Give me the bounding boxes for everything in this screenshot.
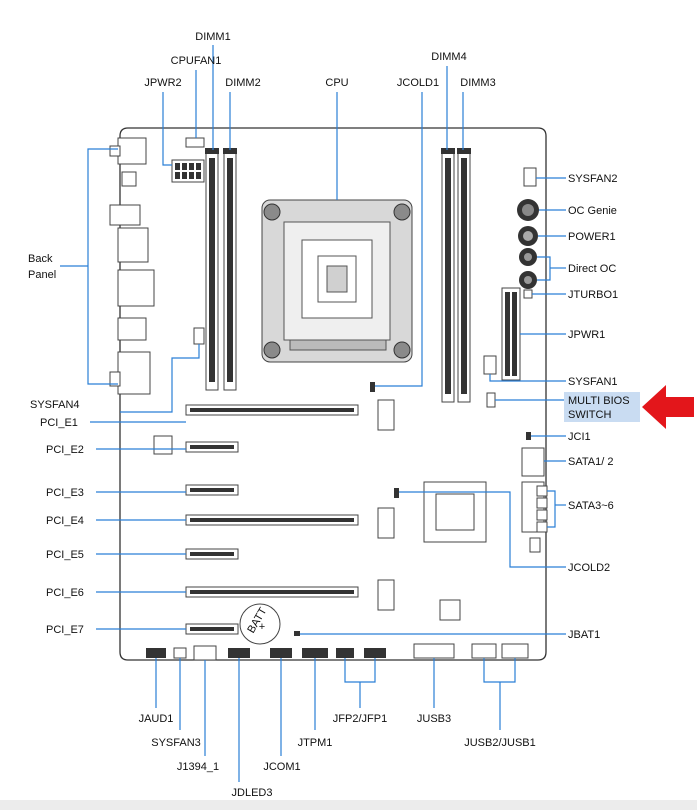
label-jpwr1: JPWR1 — [568, 329, 605, 341]
direct-oc-plus-button — [519, 248, 537, 266]
label-sata36: SATA3~6 — [568, 500, 614, 512]
label-sysfan2: SYSFAN2 — [568, 173, 618, 185]
sata1-2-connector — [521, 447, 545, 477]
label-multi-bios: MULTI BIOS — [568, 395, 630, 407]
dimm3-slot — [457, 148, 471, 403]
multi-bios-highlight — [564, 392, 640, 422]
label-jtpm1: JTPM1 — [298, 737, 333, 749]
label-jcom1: JCOM1 — [263, 761, 300, 773]
footer-strip — [0, 800, 697, 810]
label-jbat1: JBAT1 — [568, 629, 600, 641]
label-pci-e1: PCI_E1 — [40, 417, 78, 429]
pci-e1-slot — [185, 399, 395, 431]
label-sysfan3: SYSFAN3 — [151, 737, 201, 749]
label-jusb21: JUSB2/JUSB1 — [464, 737, 536, 749]
label-jcold1: JCOLD1 — [397, 77, 439, 89]
jfp1-header — [364, 648, 386, 658]
chip-small — [153, 435, 173, 455]
chip-vertical — [529, 537, 541, 553]
cpufan1-connector — [185, 137, 205, 148]
label-j1394: J1394_1 — [177, 761, 219, 773]
pci-e6-slot — [185, 579, 395, 611]
label-cpu: CPU — [325, 77, 348, 89]
label-oc-genie: OC Genie — [568, 205, 617, 217]
leader-lines — [60, 45, 566, 782]
jusb2-header — [471, 643, 497, 659]
label-back: Back — [28, 253, 53, 265]
oc-genie-button — [517, 199, 539, 221]
batt-plus-label: + — [259, 621, 265, 633]
label-jcold2: JCOLD2 — [568, 562, 610, 574]
label-jturbo1: JTURBO1 — [568, 289, 618, 301]
cpu-socket — [261, 199, 413, 363]
sysfan1-connector — [483, 355, 497, 375]
dimm2-slot — [223, 148, 237, 391]
label-pci-e7: PCI_E7 — [46, 624, 84, 636]
back-panel-connectors — [109, 137, 155, 395]
pci-e3-slot — [185, 484, 239, 496]
label-power1: POWER1 — [568, 231, 616, 243]
cmos-battery: BATT + — [239, 603, 281, 645]
sata3-6-connectors — [521, 481, 548, 533]
label-pci-e2: PCI_E2 — [46, 444, 84, 456]
label-jci1: JCI1 — [568, 431, 591, 443]
label-direct-oc: Direct OC — [568, 263, 616, 275]
power1-button — [518, 226, 538, 246]
jfp2-header — [336, 648, 354, 658]
jcold1-header — [370, 382, 375, 392]
jpwr1-connector — [501, 287, 521, 381]
red-arrow — [642, 385, 694, 429]
direct-oc-minus-button — [519, 271, 537, 289]
multi-bios-switch — [486, 392, 496, 408]
dimm4-slot — [441, 148, 455, 403]
sysfan4-connector — [193, 327, 205, 345]
sysfan2-connector — [523, 167, 537, 187]
label-jfp: JFP2/JFP1 — [333, 713, 387, 725]
label-jaud1: JAUD1 — [139, 713, 174, 725]
label-dimm2: DIMM2 — [225, 77, 260, 89]
label-pci-e3: PCI_E3 — [46, 487, 84, 499]
label-switch: SWITCH — [568, 409, 611, 421]
label-jusb3: JUSB3 — [417, 713, 451, 725]
dimm1-slot — [205, 148, 219, 391]
jcom1-header — [270, 648, 292, 658]
label-sysfan4: SYSFAN4 — [30, 399, 80, 411]
label-cpufan1: CPUFAN1 — [171, 55, 222, 67]
label-pci-e4: PCI_E4 — [46, 515, 84, 527]
label-sysfan1: SYSFAN1 — [568, 376, 618, 388]
jcold2-header — [394, 488, 399, 498]
label-dimm4: DIMM4 — [431, 51, 466, 63]
jtpm1-header — [302, 648, 328, 658]
jbat1-header — [294, 631, 300, 636]
jaud1-header — [146, 648, 166, 658]
j1394-header — [193, 645, 217, 661]
pci-e7-slot — [185, 623, 239, 635]
label-panel: Panel — [28, 269, 56, 281]
jusb3-header — [413, 643, 455, 659]
jturbo1-header — [523, 289, 533, 299]
jpwr2-pins — [175, 163, 201, 179]
label-dimm1: DIMM1 — [195, 31, 230, 43]
sysfan3-connector — [173, 647, 187, 659]
label-pci-e6: PCI_E6 — [46, 587, 84, 599]
chip-square — [439, 599, 461, 621]
chipset — [423, 481, 487, 543]
pci-e2-slot — [185, 441, 239, 453]
label-jdled3: JDLED3 — [232, 787, 273, 799]
label-pci-e5: PCI_E5 — [46, 549, 84, 561]
pci-e5-slot — [185, 548, 239, 560]
jci1-header — [526, 432, 531, 440]
jusb1-header — [501, 643, 529, 659]
jdled3-header — [228, 648, 250, 658]
label-dimm3: DIMM3 — [460, 77, 495, 89]
label-sata12: SATA1/ 2 — [568, 456, 613, 468]
label-jpwr2: JPWR2 — [144, 77, 181, 89]
